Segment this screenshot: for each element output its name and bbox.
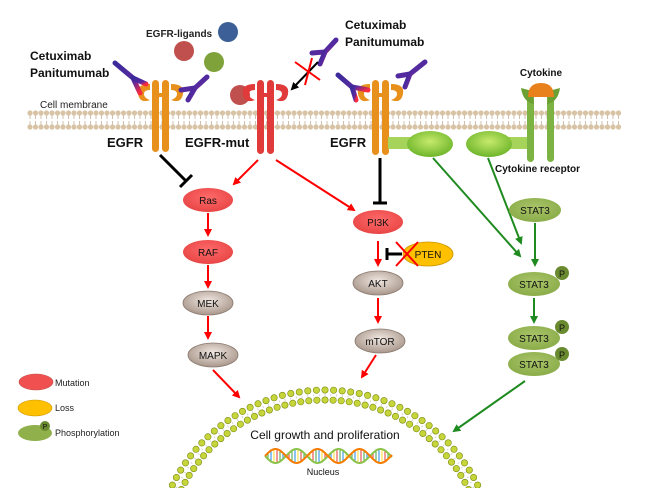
egfr-label-right: EGFR <box>330 135 367 150</box>
cytokine <box>528 83 554 97</box>
node-mtor[interactable] <box>354 328 406 354</box>
node-stat3-d-label: STAT3 <box>519 360 549 371</box>
node-stat3-dimer-top[interactable] <box>508 326 560 350</box>
egfr-receptor-left[interactable] <box>137 80 184 152</box>
arrow-stat3-nucleus <box>452 380 526 433</box>
ligand-green <box>204 52 224 72</box>
node-stat3-phosphorylated[interactable] <box>508 272 560 296</box>
cross-mark-pten <box>395 241 419 267</box>
legend-mutation-label: Mutation <box>55 378 90 388</box>
node-ras-label: Ras <box>199 196 217 207</box>
jak-right[interactable] <box>466 131 512 157</box>
node-mek-label: MEK <box>197 299 219 310</box>
egfr-mut-label: EGFR-mut <box>185 135 250 150</box>
arrow-egfrmut-ras <box>232 159 259 186</box>
phospho-badge <box>555 347 569 361</box>
node-pi3k[interactable] <box>353 210 403 234</box>
node-pi3k-label: PI3K <box>367 218 389 229</box>
node-ras[interactable] <box>183 188 233 212</box>
cetuximab-label-left: Cetuximab <box>30 49 91 63</box>
ligand-red <box>174 41 194 61</box>
nucleus-label: Nucleus <box>307 467 340 477</box>
legend: Mutation Loss P Phosphorylation <box>17 373 120 441</box>
cytokine-receptor-label: Cytokine receptor <box>495 164 580 175</box>
blocked-binding-arrow <box>290 61 319 91</box>
ligand-blue <box>218 22 238 42</box>
legend-phosphorylation-label: Phosphorylation <box>55 428 120 438</box>
inhibit-egfr-pi3k <box>373 158 387 205</box>
phospho-badge-label: P <box>559 350 565 360</box>
phospho-badge-label: P <box>559 269 565 279</box>
legend-phospho-badge <box>40 421 50 431</box>
cell-membrane-label: Cell membrane <box>40 100 108 111</box>
jak-left[interactable] <box>407 131 453 157</box>
node-raf[interactable] <box>183 240 233 264</box>
node-pten-label: PTEN <box>415 250 442 261</box>
node-stat3-unphosphorylated[interactable] <box>509 198 561 222</box>
nuclear-envelope <box>168 386 482 488</box>
egfr-ligands-label: EGFR-ligands <box>146 29 213 40</box>
antibody-right-2 <box>395 59 428 90</box>
egfr-mut-receptor[interactable] <box>242 80 289 154</box>
legend-loss-swatch <box>17 399 53 417</box>
node-stat3-a-label: STAT3 <box>520 206 550 217</box>
antibody-left-1 <box>112 60 149 96</box>
node-mapk[interactable] <box>187 342 239 368</box>
node-akt-label: AKT <box>368 279 387 290</box>
panitumumab-label-right: Panitumumab <box>345 35 424 49</box>
node-stat3-dimer-bottom[interactable] <box>508 352 560 376</box>
arrow-jak-right-stat3 <box>487 157 523 245</box>
arrow-mapk-nucleus <box>212 369 241 399</box>
antibody-right-1 <box>335 72 371 103</box>
egfr-label-left: EGFR <box>107 135 144 150</box>
cetuximab-label-right: Cetuximab <box>345 18 406 32</box>
legend-phospho-badge-label: P <box>43 424 48 431</box>
node-stat3-c-label: STAT3 <box>519 334 549 345</box>
arrow-jak-left-stat3 <box>432 157 522 258</box>
arrow-mtor-nucleus <box>360 354 377 379</box>
antibody-blocked <box>309 37 339 67</box>
egfr-receptor-right[interactable] <box>357 80 404 155</box>
cell-growth-label: Cell growth and proliferation <box>250 428 399 442</box>
cytokine-label: Cytokine <box>520 68 563 79</box>
inhibit-egfr-ras <box>158 153 194 189</box>
node-stat3-b-label: STAT3 <box>519 280 549 291</box>
arrow-egfrmut-pi3k <box>275 159 356 212</box>
antibody-left-2 <box>178 74 210 103</box>
panitumumab-label-left: Panitumumab <box>30 66 109 80</box>
node-raf-label: RAF <box>198 248 218 259</box>
phospho-badge-label: P <box>559 323 565 333</box>
legend-loss-label: Loss <box>55 403 75 413</box>
dna-helix-icon <box>264 448 393 464</box>
node-mek[interactable] <box>182 290 234 316</box>
phospho-badge <box>555 320 569 334</box>
cross-mark-binding <box>294 57 321 86</box>
node-mapk-label: MAPK <box>199 351 228 362</box>
node-mtor-label: mTOR <box>365 337 394 348</box>
node-pten[interactable] <box>402 241 454 267</box>
inhibit-pten-akt <box>385 248 402 260</box>
node-akt[interactable] <box>352 270 404 296</box>
phospho-badge <box>555 266 569 280</box>
legend-mutation-swatch <box>18 373 54 391</box>
